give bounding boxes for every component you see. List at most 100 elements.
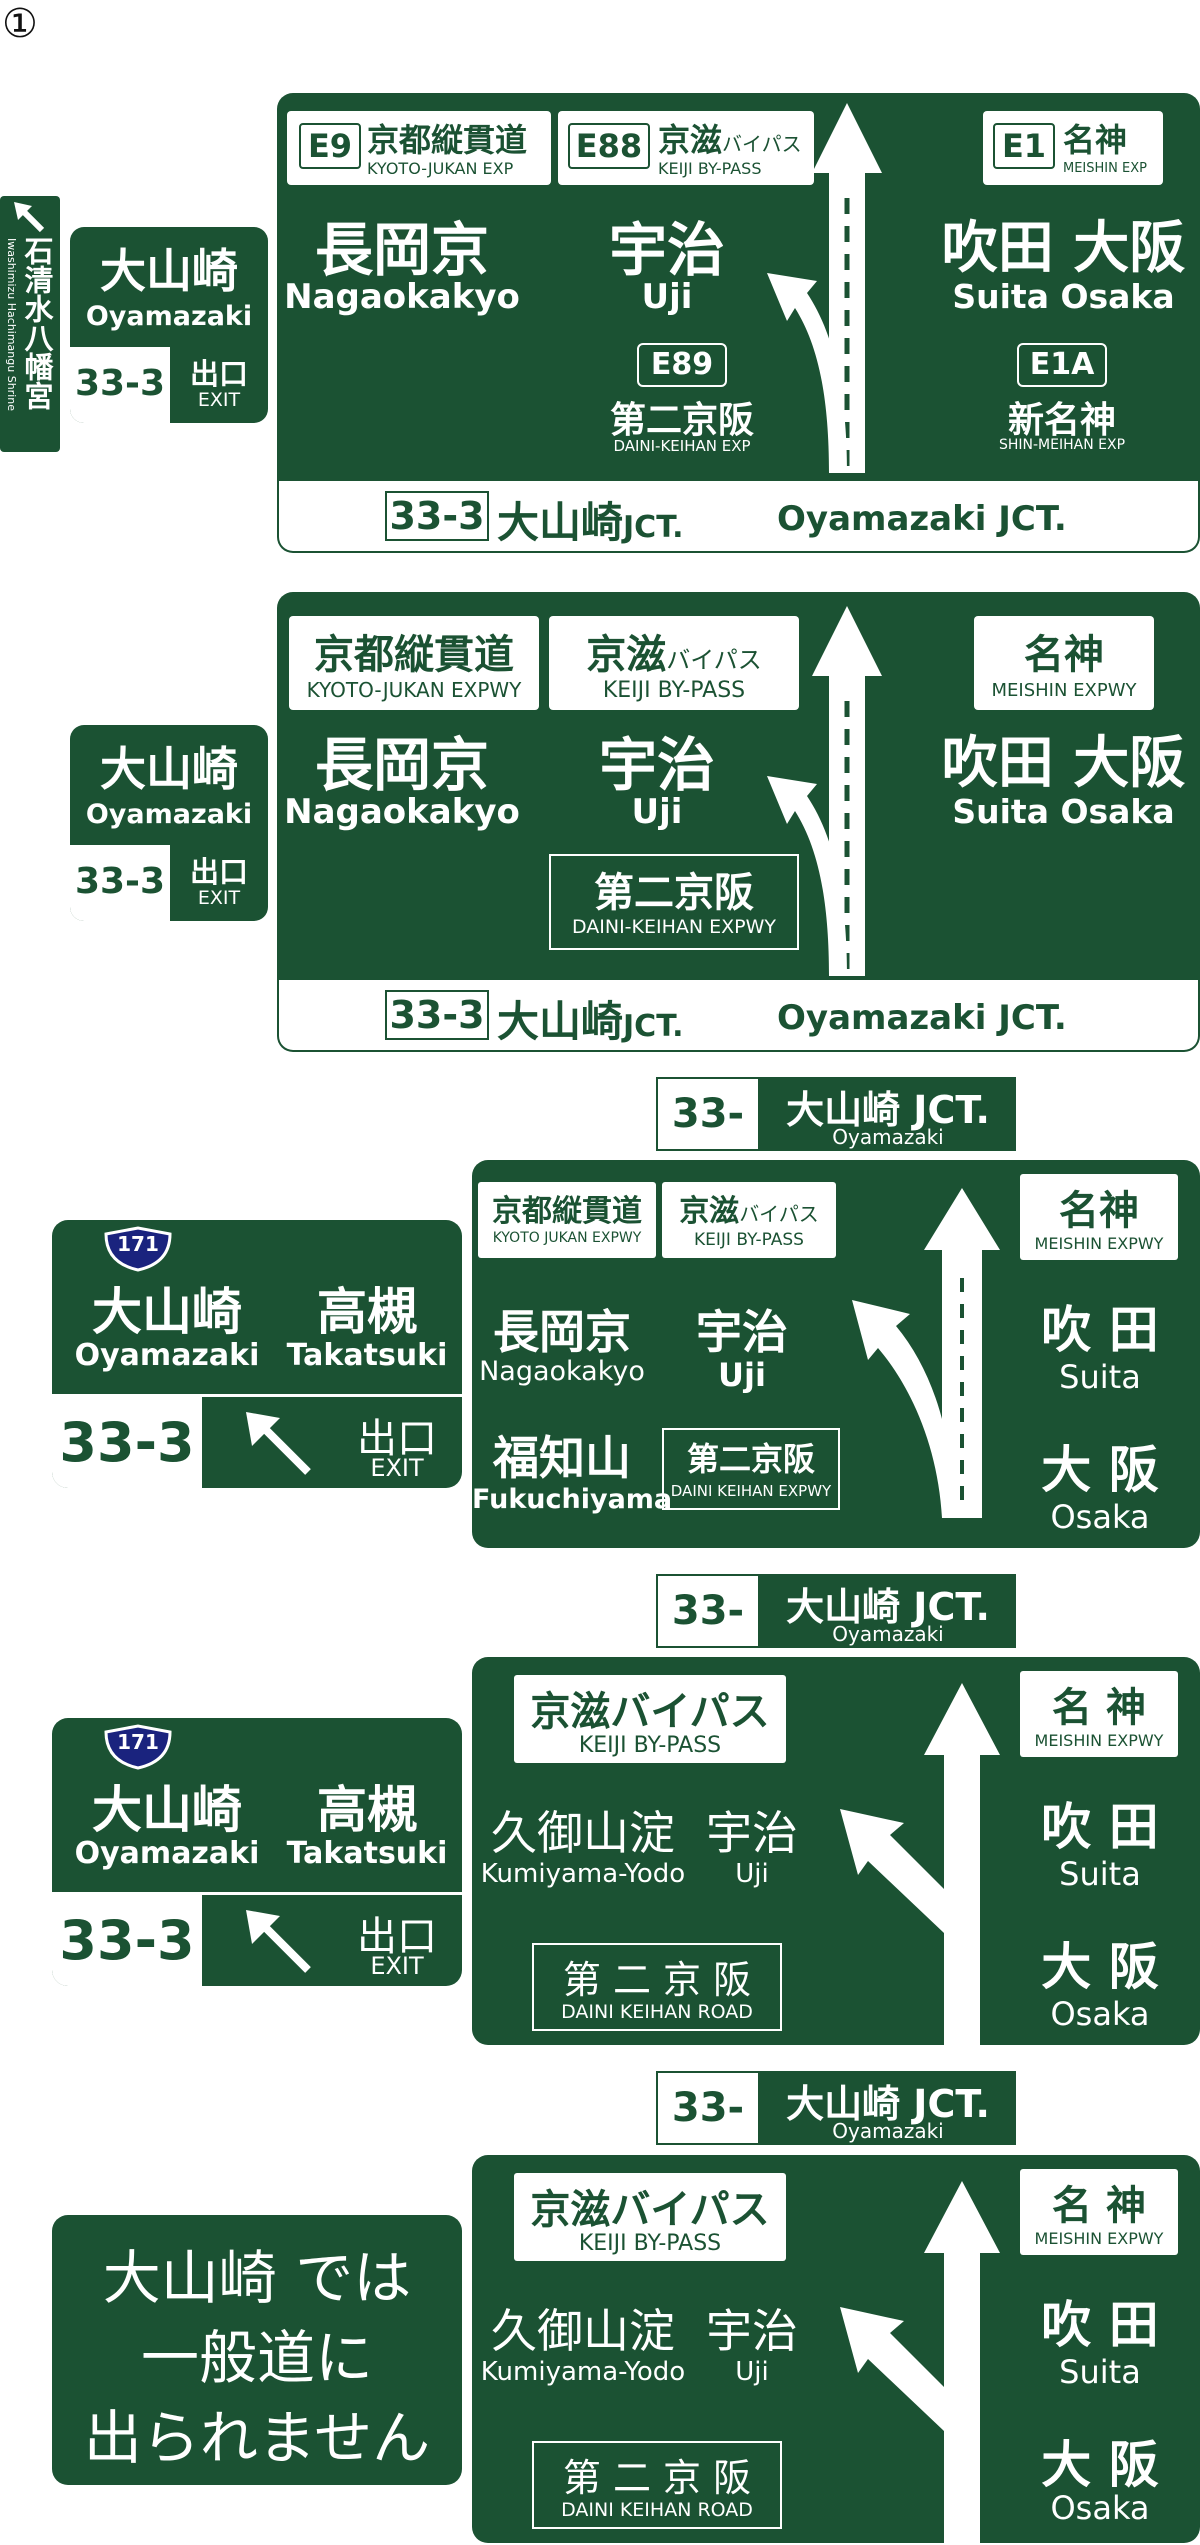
sign2-footer: 33-3 大山崎JCT. Oyamazaki JCT. <box>279 980 1198 1050</box>
sign5-jct-jp: 大山崎 JCT. <box>786 2082 990 2126</box>
sign3-jct-tab: 33-3 大山崎 JCT. Oyamazaki <box>656 1077 1016 1207</box>
sign3-daini-en: DAINI KEIHAN EXPWY <box>670 1482 832 1500</box>
branch-arrow-icon <box>767 606 917 976</box>
sign2-footer-jp: 大山崎JCT. <box>497 988 684 1049</box>
sign1-route-e88-jp-small: バイパス <box>722 132 802 156</box>
sign3-route-keiji-jp-main: 京滋 <box>679 1194 740 1229</box>
sign5-dest-a-jp: 久御山淀 <box>491 2304 675 2358</box>
sign1-route-e1-code: E1 <box>993 123 1055 169</box>
sign1-exit-num: 33-3 <box>74 363 166 404</box>
sign1-route-e88-jp-main: 京滋 <box>658 121 723 159</box>
sign3-route-meishin-en: MEISHIN EXPWY <box>1034 1234 1164 1253</box>
sign3-right-2-en: Osaka <box>1050 1498 1150 1536</box>
sign3-exit-dest1-jp: 大山崎 <box>92 1283 242 1341</box>
sign2-route-keiji-jp: 京滋バイパス <box>549 622 799 680</box>
branch-arrow-icon <box>842 1188 1012 1518</box>
sign4-dest-b-jp: 宇治 <box>706 1806 798 1860</box>
sign5-notice-line3: 出られません <box>83 2404 431 2472</box>
sign4-right-1-jp: 吹 田 <box>1041 1798 1159 1856</box>
sign1-side-en: Iwashimizu Hachimangu Shrine <box>5 238 18 411</box>
sign1-dest-right-en: Suita Osaka <box>952 277 1175 316</box>
sign1-exit-en: Oyamazaki <box>85 301 253 332</box>
sign4-meishin-box: 名 神 MEISHIN EXPWY <box>1020 1671 1178 1757</box>
sign5-dest-a-en: Kumiyama-Yodo <box>480 2357 686 2387</box>
sign2-dest-left-jp: 長岡京 <box>314 731 489 799</box>
sign1-footer-jp: 大山崎JCT. <box>497 489 684 550</box>
sign3-right-1-jp: 吹 田 <box>1041 1301 1159 1359</box>
sign1-route-e9: E9 京都縦貫道 KYOTO-JUKAN EXP <box>287 111 551 185</box>
sign1-footer-num: 33-3 <box>385 491 489 541</box>
sign1-route-e88: E88 京滋バイパス KEIJI BY-PASS <box>558 111 814 185</box>
sign1-e89-code: E89 <box>637 343 727 387</box>
sign4-keiji-jp: 京滋バイパス <box>530 1689 770 1735</box>
sign1-dest-mid-jp: 宇治 <box>608 216 725 284</box>
sign2-footer-en: Oyamazaki JCT. <box>777 998 1067 1038</box>
sign2-route-meishin: 名神 MEISHIN EXPWY <box>974 616 1154 710</box>
sign2-route-meishin-jp: 名神 <box>1024 632 1104 678</box>
sign4-keiji-box: 京滋バイパス KEIJI BY-PASS <box>514 1675 786 1763</box>
sign4-route-num: 171 <box>117 1730 159 1754</box>
sign2-dest-mid-jp: 宇治 <box>598 731 715 799</box>
sign5-jct-num: 33-3 <box>656 2071 760 2201</box>
sign1-exit-label-en: EXIT <box>197 389 241 411</box>
sign3-route-keiji-jp-small: バイパス <box>739 1202 819 1226</box>
sign4-exit-panel: 171 大山崎 Oyamazaki 高槻 Takatsuki 33-3 出口 E… <box>52 1718 462 1986</box>
sign2-exit-en: Oyamazaki <box>85 799 253 830</box>
sign4-meishin-en: MEISHIN EXPWY <box>1034 1731 1164 1750</box>
sign3-route-meishin-jp: 名神 <box>1059 1188 1139 1234</box>
sign2-dest-left-en: Nagaokakyo <box>284 792 520 832</box>
sign2-daini-en: DAINI-KEIHAN EXPWY <box>571 916 777 938</box>
sign4-daini-en: DAINI KEIHAN ROAD <box>561 2001 753 2023</box>
sign3-jct-num: 33-3 <box>656 1077 760 1207</box>
sign1-footer-jp-main: 大山崎 <box>497 498 624 547</box>
sign3-dest-c-en: Fukuchiyama <box>472 1484 673 1515</box>
sign2-daini-box: 第二京阪 DAINI-KEIHAN EXPWY <box>549 854 799 950</box>
sign3-dest-c-jp: 福知山 <box>493 1431 631 1485</box>
sign2-route-meishin-en: MEISHIN EXPWY <box>991 680 1137 701</box>
sign4-divider <box>52 1892 462 1895</box>
sign1-dest-right-jp: 吹田 大阪 <box>941 216 1186 281</box>
sign4-dest-a-jp: 久御山淀 <box>491 1806 675 1860</box>
sign2-exit-num: 33-3 <box>74 861 166 902</box>
sign1-e1a-jp: 新名神 <box>1007 400 1116 441</box>
sign2-footer-num: 33-3 <box>385 990 489 1040</box>
sign4-main: 京滋バイパス KEIJI BY-PASS 名 神 MEISHIN EXPWY 久… <box>472 1657 1200 2045</box>
sign1-dest-mid-en: Uji <box>641 277 693 317</box>
sign5-meishin-box: 名 神 MEISHIN EXPWY <box>1020 2169 1178 2255</box>
sign2-exit-label-jp: 出口 <box>189 855 248 889</box>
sign4-dest-b-en: Uji <box>735 1859 769 1889</box>
sign5-right-2-en: Osaka <box>1050 2489 1150 2527</box>
sign5-main: 京滋バイパス KEIJI BY-PASS 名 神 MEISHIN EXPWY 久… <box>472 2155 1200 2543</box>
sign3-jct-jp: 大山崎 JCT. <box>786 1088 990 1132</box>
sign1-e1a-en: SHIN-MEIHAN EXP <box>998 437 1126 453</box>
sign4-exit-dest2-en: Takatsuki <box>286 1836 448 1871</box>
sign1-dest-left-en: Nagaokakyo <box>284 277 520 317</box>
sign2-footer-jct: JCT. <box>623 1009 684 1044</box>
sign1-route-e1: E1 名神 MEISHIN EXP <box>983 111 1163 185</box>
sign3-dest-a-jp: 長岡京 <box>493 1305 631 1359</box>
route-shield-icon: 171 <box>102 1724 174 1770</box>
sign4-jct-label: 大山崎 JCT. Oyamazaki <box>760 1574 1016 1648</box>
sign3-exit-label-jp: 出口 <box>357 1416 437 1462</box>
sign3-route-kyoto-en: KYOTO JUKAN EXPWY <box>492 1230 642 1246</box>
sign1-route-e9-code: E9 <box>299 123 361 169</box>
sign1-e89-en: DAINI-KEIHAN EXP <box>613 437 751 455</box>
sign5-jct-tab: 33-3 大山崎 JCT. Oyamazaki <box>656 2071 1016 2201</box>
sign2-route-kyoto-en: KYOTO-JUKAN EXPWY <box>306 678 522 702</box>
sign5-dest-b-en: Uji <box>735 2357 769 2387</box>
sign1-exit-jp: 大山崎 <box>100 244 238 298</box>
sign2-exit-tab: 大山崎 Oyamazaki 33-3 出口 EXIT <box>70 725 268 921</box>
sign1-route-e88-jp: 京滋バイパス <box>658 115 802 161</box>
sign5-daini-en: DAINI KEIHAN ROAD <box>561 2499 753 2521</box>
sign4-exit-dest2-jp: 高槻 <box>317 1781 417 1839</box>
sign4-right-2-jp: 大 阪 <box>1041 1938 1159 1996</box>
sign2-route-keiji-jp-main: 京滋 <box>586 632 667 678</box>
sign3-daini-jp: 第二京阪 <box>686 1440 815 1478</box>
sign2-route-keiji-jp-small: バイパス <box>666 646 762 674</box>
sign3-exit-dest2-jp: 高槻 <box>317 1283 417 1341</box>
sign2-route-keiji-en: KEIJI BY-PASS <box>602 678 746 703</box>
sign5-right-1-jp: 吹 田 <box>1041 2296 1159 2354</box>
sign4-dest-a-en: Kumiyama-Yodo <box>480 1859 686 1889</box>
sign5-right-1-en: Suita <box>1059 2353 1141 2391</box>
sign3-right-1-en: Suita <box>1059 1358 1141 1396</box>
